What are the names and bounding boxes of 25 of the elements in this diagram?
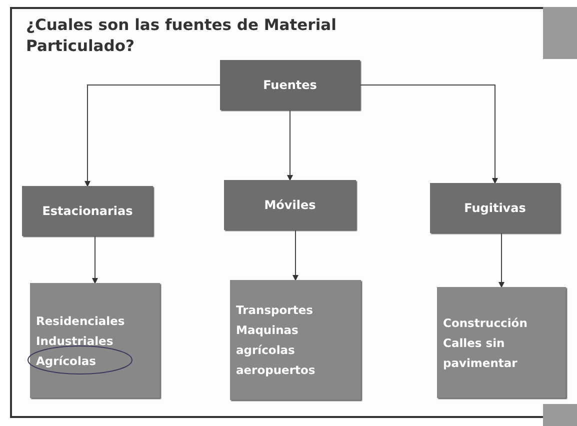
box-label: Fugitivas (464, 200, 526, 216)
box-label: Calles sin pavimentar (443, 334, 518, 372)
box-label: Industriales (36, 332, 114, 350)
arrow (360, 84, 498, 184)
box-label: Móviles (264, 197, 316, 213)
box-label: Agrícolas (36, 352, 96, 370)
category-box (224, 180, 356, 230)
box-label: Construcción (443, 314, 528, 332)
category-box (230, 280, 361, 400)
box-label: Transportes (236, 302, 313, 319)
slide-title: ¿Cuales son las fuentes de Material Particulado? (26, 15, 338, 57)
category-box (22, 186, 153, 236)
box-label: Residenciales (36, 312, 125, 330)
arrow (84, 84, 220, 187)
arrow (498, 232, 504, 288)
category-box (220, 60, 360, 110)
category-box (30, 283, 160, 398)
box-label: Fuentes (263, 77, 317, 93)
category-box (437, 287, 566, 398)
box-label: aeropuertos (236, 362, 316, 379)
category-box (430, 183, 560, 233)
box-label: Estacionarias (42, 203, 133, 219)
arrow (292, 230, 298, 281)
arrow (287, 110, 293, 181)
arrow (92, 236, 98, 284)
